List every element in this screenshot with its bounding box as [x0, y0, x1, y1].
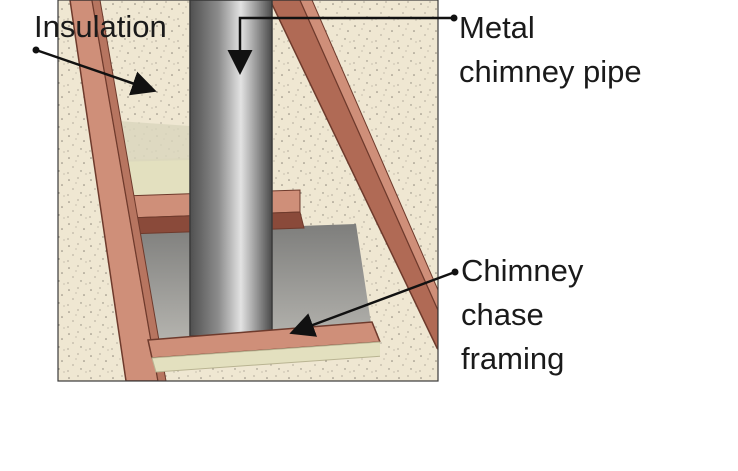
pipe-label-line1: Metal	[459, 10, 535, 45]
right-rafter	[269, 0, 438, 351]
pipe-leader-arrow	[227, 16, 454, 75]
framing-label-line2: chase	[461, 297, 544, 332]
leader-lines	[32, 14, 459, 337]
illustration-frame	[57, 0, 439, 382]
framing-leader-arrow	[289, 270, 456, 337]
left-rafter	[69, 0, 159, 381]
pipe-label-line2: chimney pipe	[459, 54, 642, 89]
left-rafter-face	[91, 0, 167, 381]
insulation-label-text: Insulation	[34, 9, 167, 44]
illustration	[58, 0, 438, 381]
chimney-chase-framing-label: Chimney chase framing	[461, 249, 583, 381]
insulation-leader-arrow	[35, 48, 157, 96]
insulation-label: Insulation	[34, 5, 167, 49]
right-rafter-edge	[299, 0, 438, 311]
metal-chimney-pipe	[189, 0, 273, 337]
metal-chimney-pipe-label: Metal chimney pipe	[459, 6, 642, 94]
insulation-mound	[380, 339, 438, 381]
framing-label-line1: Chimney	[461, 253, 584, 288]
framing-label-line3: framing	[461, 341, 565, 376]
